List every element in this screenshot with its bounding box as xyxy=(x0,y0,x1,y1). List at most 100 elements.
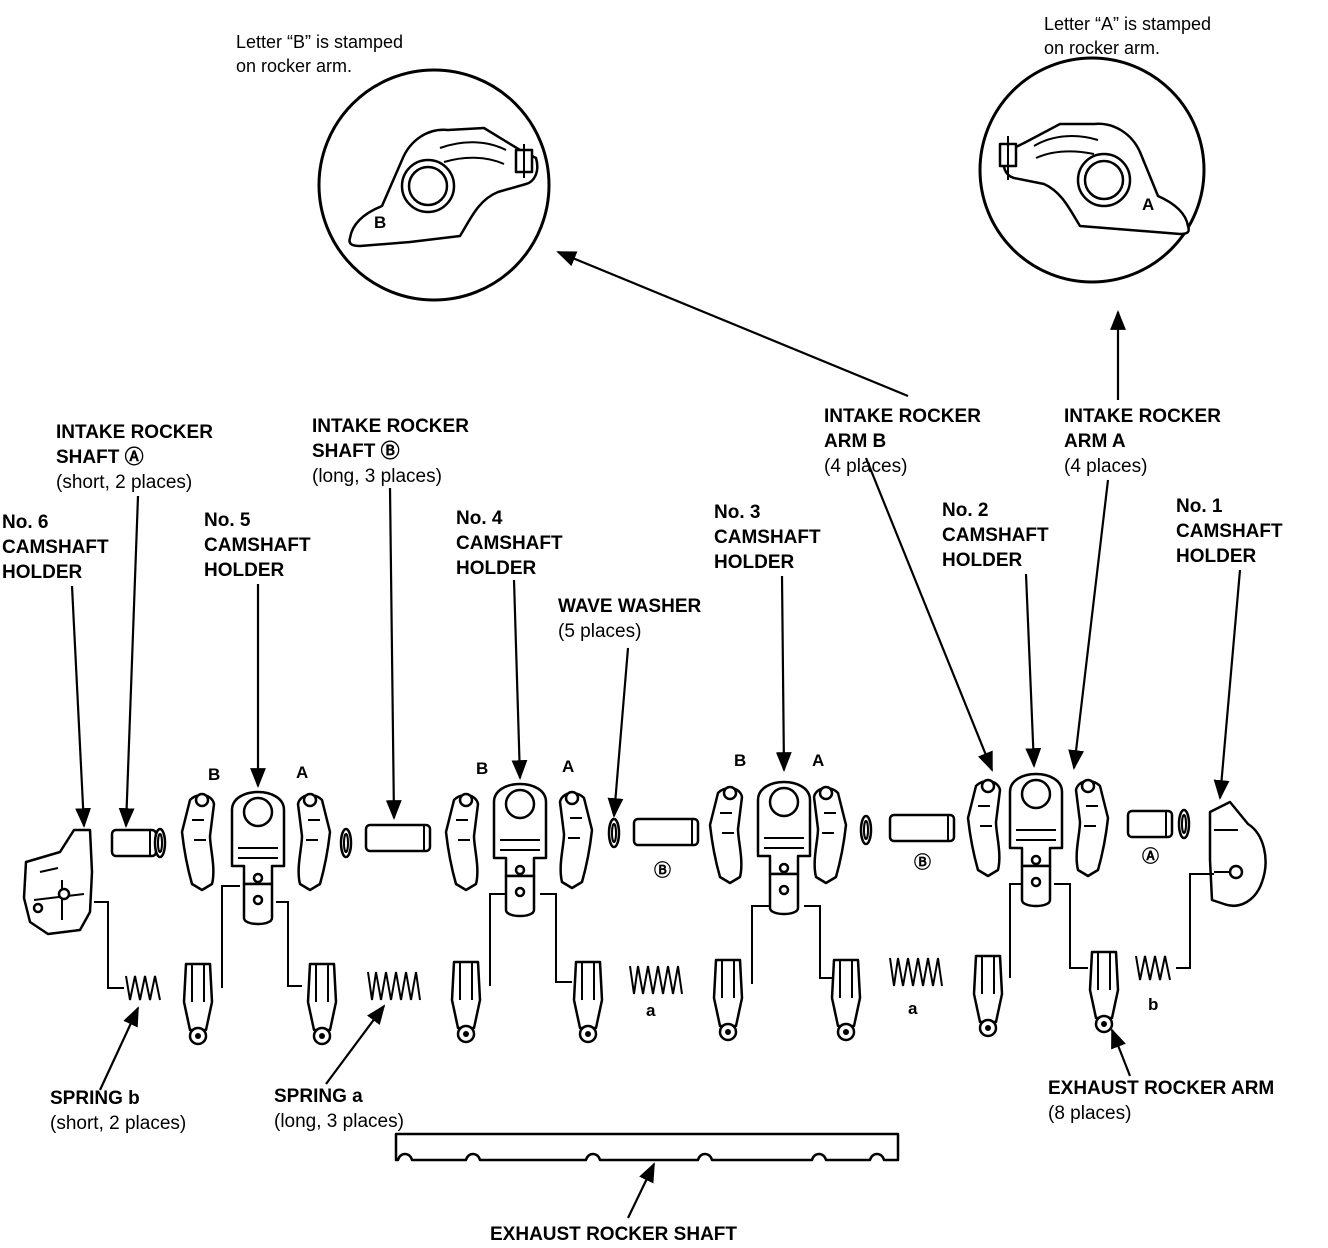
intake-arm-a xyxy=(812,785,848,885)
spring-b xyxy=(125,975,161,1001)
arm-a-mark: A xyxy=(296,763,308,782)
label-intake-rocker-shaft-b: INTAKE ROCKER SHAFT Ⓑ (long, 3 places) xyxy=(312,414,469,489)
label-line: SHAFT Ⓑ xyxy=(312,441,400,462)
label-line: CAMSHAFT xyxy=(714,527,821,548)
label-holder-5: No. 5 CAMSHAFT HOLDER xyxy=(204,508,311,583)
wave-washer xyxy=(339,827,353,859)
label-holder-4: No. 4 CAMSHAFT HOLDER xyxy=(456,506,563,581)
label-line: CAMSHAFT xyxy=(2,537,109,558)
arm-a-mark: A xyxy=(562,757,574,776)
label-line: SHAFT Ⓐ xyxy=(56,447,144,468)
label-line: (long, 3 places) xyxy=(274,1111,404,1132)
intake-arm-b xyxy=(180,792,216,892)
note-letter-a: Letter “A” is stamped on rocker arm. xyxy=(1044,12,1211,60)
label-line: No. 3 xyxy=(714,502,761,523)
arm-b-letter: B xyxy=(374,213,386,232)
spring-b-mark: b xyxy=(1148,995,1158,1014)
label-line: HOLDER xyxy=(2,562,83,583)
label-line: HOLDER xyxy=(942,550,1023,571)
note-line: Letter “A” is stamped xyxy=(1044,14,1212,34)
label-line: ARM B xyxy=(824,431,887,452)
spring-a-mark: a xyxy=(646,1001,656,1020)
label-intake-rocker-arm-a: INTAKE ROCKER ARM A (4 places) xyxy=(1064,404,1221,479)
intake-arm-b xyxy=(708,785,744,885)
label-line: (short, 2 places) xyxy=(50,1113,187,1134)
intake-arm-b xyxy=(966,778,1002,878)
label-exhaust-rocker-shaft: EXHAUST ROCKER SHAFT xyxy=(490,1224,738,1245)
label-wave-washer: WAVE WASHER (5 places) xyxy=(558,594,701,644)
label-line: (4 places) xyxy=(824,456,908,477)
arm-a-mark: A xyxy=(812,751,824,770)
label-line: (long, 3 places) xyxy=(312,466,442,487)
label-line: SPRING a xyxy=(274,1086,363,1107)
shaft-b-marker: Ⓑ xyxy=(654,860,671,880)
label-intake-rocker-shaft-a: INTAKE ROCKER SHAFT Ⓐ (short, 2 places) xyxy=(56,420,213,495)
label-line: HOLDER xyxy=(204,560,285,581)
label-exhaust-rocker-arm: EXHAUST ROCKER ARM (8 places) xyxy=(1048,1076,1274,1126)
intake-arm-a xyxy=(558,790,594,890)
label-line: WAVE WASHER xyxy=(558,596,702,617)
camshaft-holder-6 xyxy=(22,828,94,936)
camshaft-holder-1 xyxy=(1208,800,1267,907)
note-line: on rocker arm. xyxy=(236,56,353,76)
label-holder-1: No. 1 CAMSHAFT HOLDER xyxy=(1176,494,1283,569)
label-line: INTAKE ROCKER xyxy=(824,406,981,427)
camshaft-holder-2 xyxy=(1008,772,1064,908)
label-line: INTAKE ROCKER xyxy=(56,422,213,443)
label-intake-rocker-arm-b: INTAKE ROCKER ARM B (4 places) xyxy=(824,404,981,479)
intake-shaft-b xyxy=(364,823,432,853)
label-line: No. 6 xyxy=(2,512,49,533)
label-line: No. 1 xyxy=(1176,496,1223,517)
arm-b-mark: B xyxy=(476,759,488,778)
intake-shaft-a-right xyxy=(1126,809,1174,839)
label-line: No. 2 xyxy=(942,500,989,521)
note-letter-b: Letter “B” is stamped on rocker arm. xyxy=(236,30,403,78)
label-holder-2: No. 2 CAMSHAFT HOLDER xyxy=(942,498,1049,573)
label-line: No. 5 xyxy=(204,510,251,531)
note-line: Letter “B” is stamped xyxy=(236,32,404,52)
label-line: HOLDER xyxy=(1176,546,1257,567)
label-line: (5 places) xyxy=(558,621,642,642)
shaft-b-marker: Ⓑ xyxy=(914,852,931,872)
label-spring-b: SPRING b (short, 2 places) xyxy=(50,1086,186,1136)
magnified-arm-b-view: B xyxy=(317,68,551,302)
intake-shaft-a-left xyxy=(110,828,158,858)
label-holder-3: No. 3 CAMSHAFT HOLDER xyxy=(714,500,821,575)
intake-arm-b xyxy=(444,792,480,892)
wave-washer xyxy=(153,827,167,859)
camshaft-holder-5 xyxy=(230,790,286,926)
camshaft-holder-3 xyxy=(756,780,812,916)
label-line: ARM A xyxy=(1064,431,1126,452)
spring-a xyxy=(629,965,683,995)
label-line: (short, 2 places) xyxy=(56,472,193,493)
label-line: No. 4 xyxy=(456,508,503,529)
label-line: INTAKE ROCKER xyxy=(1064,406,1221,427)
spring-a xyxy=(367,971,421,1001)
intake-shaft-b xyxy=(632,817,700,847)
arm-a-letter: A xyxy=(1142,195,1154,214)
wave-washer xyxy=(607,817,621,849)
arm-b-mark: B xyxy=(734,751,746,770)
exhaust-arm-row xyxy=(94,873,1214,1046)
spring-a xyxy=(889,957,943,987)
label-line: HOLDER xyxy=(714,552,795,573)
shaft-a-marker: Ⓐ xyxy=(1142,846,1159,866)
label-line: SPRING b xyxy=(50,1088,140,1109)
intake-shaft-b xyxy=(888,813,956,843)
label-line: CAMSHAFT xyxy=(456,533,563,554)
leader-arrows xyxy=(70,250,1242,1219)
label-line: INTAKE ROCKER xyxy=(312,416,469,437)
arm-b-mark: B xyxy=(208,765,220,784)
exhaust-rocker-shaft xyxy=(394,1132,900,1162)
magnified-arm-a-view: A xyxy=(978,56,1206,284)
spring-a-mark: a xyxy=(908,999,918,1018)
label-holder-6: No. 6 CAMSHAFT HOLDER xyxy=(2,510,109,585)
label-line: CAMSHAFT xyxy=(204,535,311,556)
intake-arm-a xyxy=(296,792,332,892)
label-line: (8 places) xyxy=(1048,1103,1132,1124)
intake-arm-a xyxy=(1074,778,1110,878)
label-line: CAMSHAFT xyxy=(942,525,1049,546)
spring-b xyxy=(1135,955,1171,981)
label-line: CAMSHAFT xyxy=(1176,521,1283,542)
